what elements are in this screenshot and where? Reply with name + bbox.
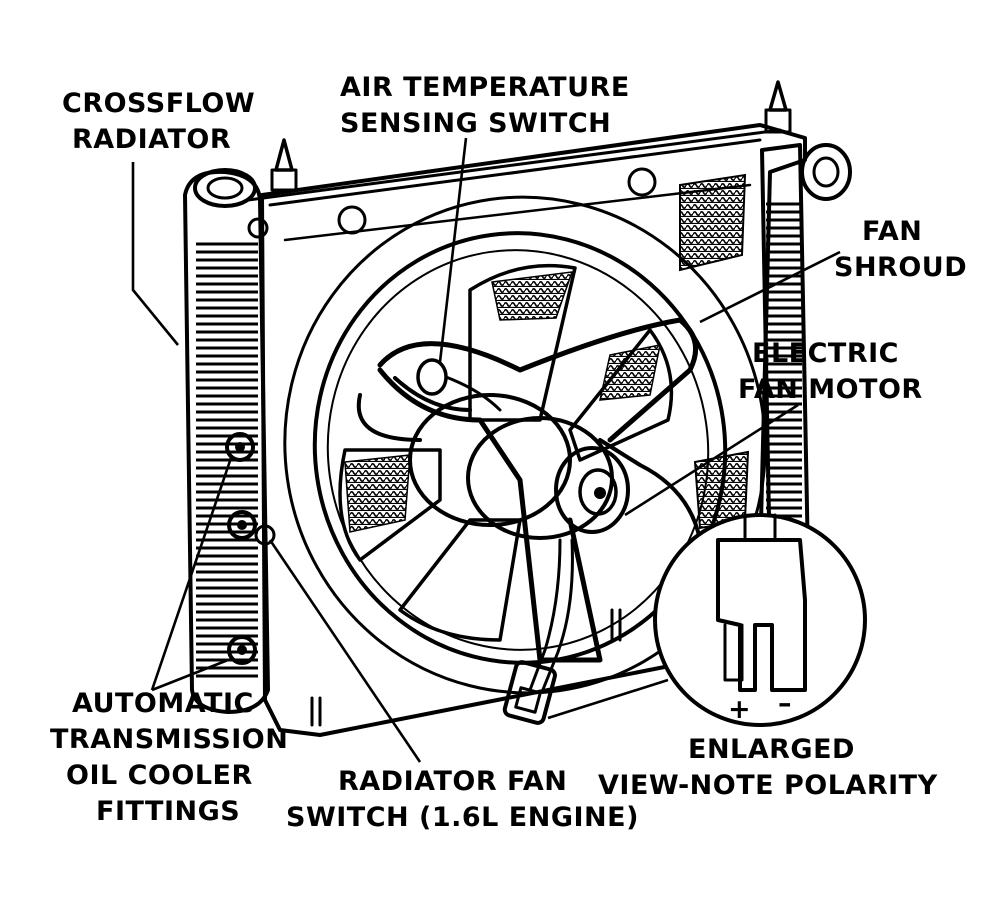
wiring-harness <box>502 438 702 725</box>
svg-text:CROSSFLOW: CROSSFLOW <box>62 88 255 119</box>
mount-pins <box>270 80 792 727</box>
label-fan-shroud: FAN SHROUD <box>834 216 967 283</box>
mount-hole-right <box>627 167 657 197</box>
oil-cooler-fittings <box>225 217 276 665</box>
svg-text:AUTOMATIC: AUTOMATIC <box>72 688 254 719</box>
svg-text:FITTINGS: FITTINGS <box>96 796 240 827</box>
svg-text:ENLARGED: ENLARGED <box>688 734 855 765</box>
label-radiator-fan-switch: RADIATOR FAN SWITCH (1.6L ENGINE) <box>286 766 639 833</box>
svg-text:OIL COOLER: OIL COOLER <box>66 760 253 791</box>
svg-text:SHROUD: SHROUD <box>834 252 967 283</box>
radiator-fan-switch <box>254 524 276 546</box>
svg-text:FAN: FAN <box>862 216 922 247</box>
mount-hole-left <box>337 205 367 235</box>
electric-fan-motor <box>408 393 630 540</box>
svg-text:TRANSMISSION: TRANSMISSION <box>50 724 288 755</box>
fan-blades <box>338 263 674 642</box>
label-oil-cooler-fittings: AUTOMATIC TRANSMISSION OIL COOLER FITTIN… <box>50 688 288 827</box>
svg-text:RADIATOR FAN: RADIATOR FAN <box>338 766 567 797</box>
svg-text:VIEW-NOTE POLARITY: VIEW-NOTE POLARITY <box>598 770 938 801</box>
svg-text:AIR TEMPERATURE: AIR TEMPERATURE <box>340 72 630 103</box>
enlarged-connector-view: + – <box>653 513 867 727</box>
left-radiator-tank <box>183 168 270 714</box>
svg-text:SWITCH (1.6L ENGINE): SWITCH (1.6L ENGINE) <box>286 802 639 833</box>
outlet-pipe <box>800 143 852 201</box>
polarity-plus-sign: + <box>728 694 751 725</box>
label-air-temperature-sensing-switch: AIR TEMPERATURE SENSING SWITCH <box>340 72 630 139</box>
leader-lines <box>131 137 841 763</box>
svg-text:FAN MOTOR: FAN MOTOR <box>738 374 923 405</box>
connector <box>502 660 557 725</box>
air-temperature-sensing-switch <box>416 358 502 412</box>
right-radiator-tank <box>760 143 852 572</box>
label-crossflow-radiator: CROSSFLOW RADIATOR <box>62 88 255 155</box>
label-electric-fan-motor: ELECTRIC FAN MOTOR <box>738 338 923 405</box>
label-enlarged-view: ENLARGED VIEW-NOTE POLARITY <box>598 734 938 801</box>
motor-bracket <box>356 317 699 663</box>
core-mesh-top-right <box>679 173 747 272</box>
svg-text:RADIATOR: RADIATOR <box>72 124 231 155</box>
svg-text:SENSING SWITCH: SENSING SWITCH <box>340 108 611 139</box>
polarity-minus-sign: – <box>778 688 792 719</box>
svg-text:ELECTRIC: ELECTRIC <box>752 338 899 369</box>
filler-neck <box>193 168 257 208</box>
